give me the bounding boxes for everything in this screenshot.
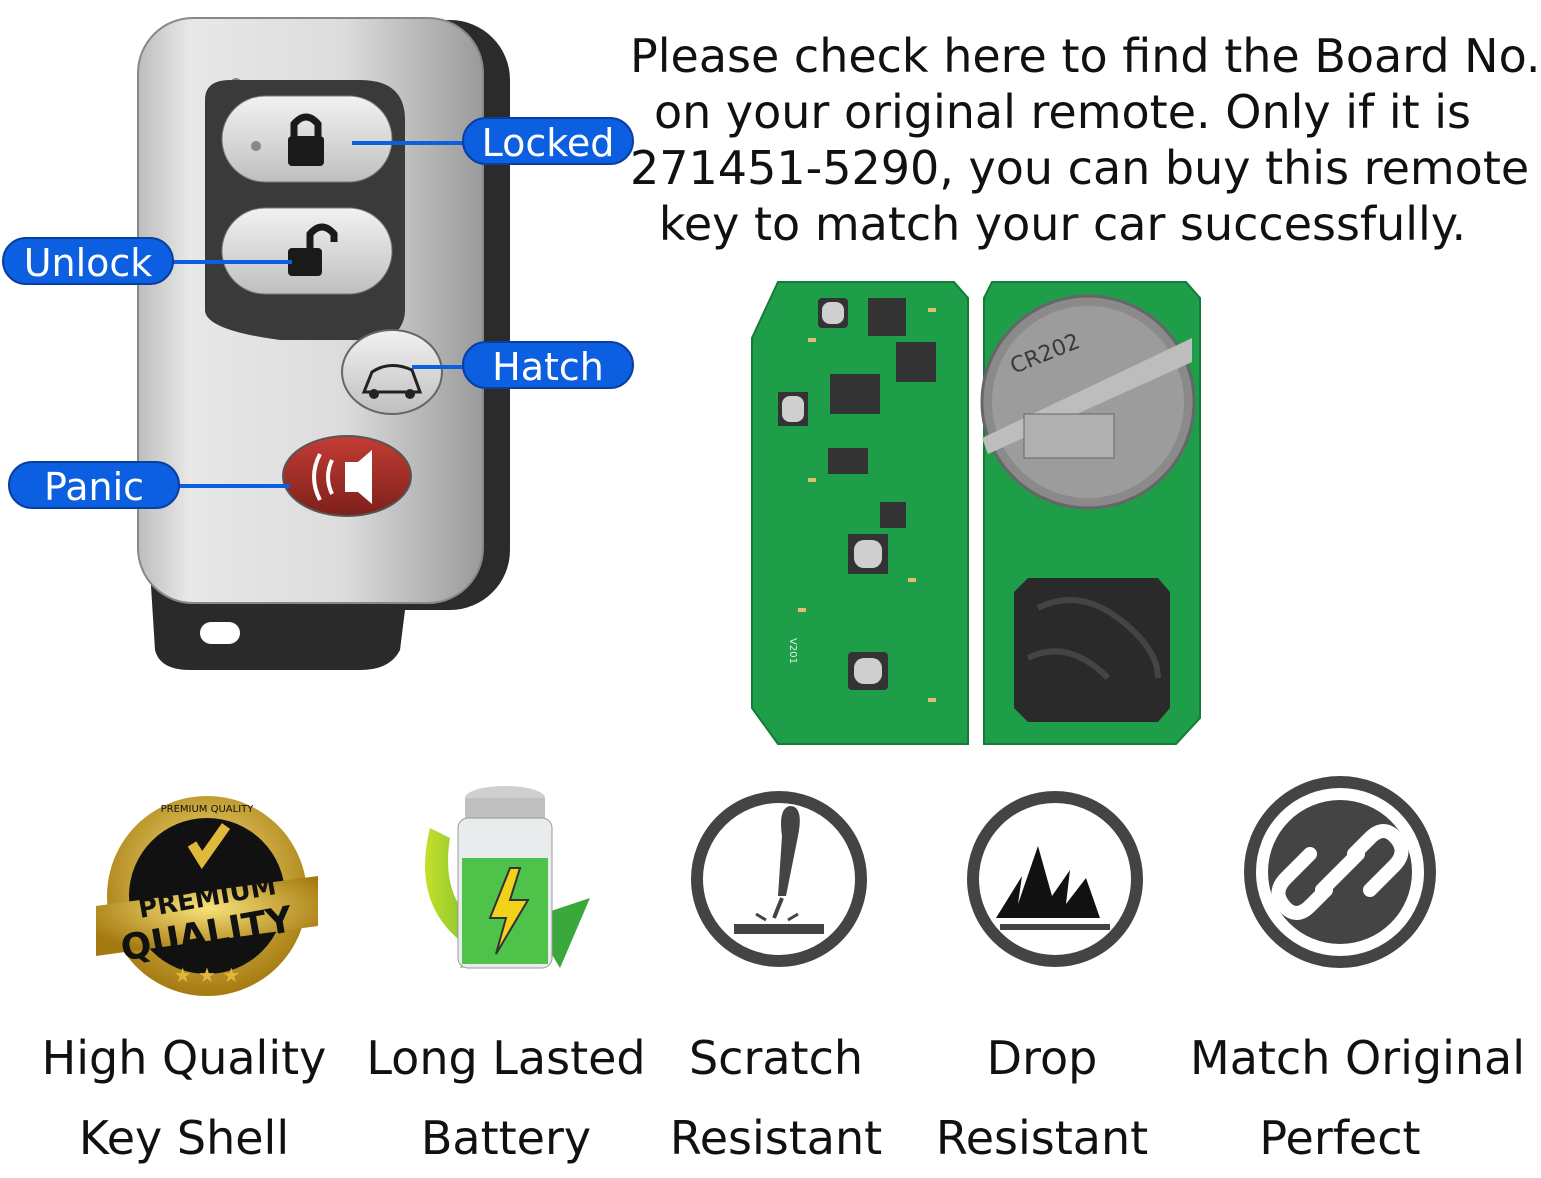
- circuit-board-image: V201 CR202: [751, 281, 1201, 745]
- scratch-icon: [691, 791, 867, 967]
- feature-5-line-2: Perfect: [1259, 1111, 1421, 1165]
- feature-3-line-1: Scratch: [688, 1031, 864, 1085]
- feature-3-line-2: Resistant: [669, 1111, 883, 1165]
- feature-high-quality: High Quality Key Shell: [34, 1018, 334, 1178]
- feature-5-line-1: Match Original: [1190, 1031, 1525, 1085]
- remote-key-image: [137, 17, 510, 670]
- premium-quality-badge-icon: PREMIUM QUALITY PREMIUM QUALITY ★ ★ ★: [96, 796, 318, 996]
- badge-top-text: PREMIUM QUALITY: [161, 804, 255, 815]
- board-number-notice: Please check here to find the Board No. …: [630, 28, 1541, 252]
- feature-4-line-1: Drop: [986, 1031, 1098, 1085]
- locked-callout: Locked: [462, 117, 634, 165]
- locked-callout-line: [352, 141, 464, 145]
- notice-line-2: on your original remote. Only if it is: [653, 85, 1472, 139]
- pcb-board-mark: V201: [787, 638, 798, 664]
- hatch-callout: Hatch: [462, 341, 634, 389]
- unlock-callout: Unlock: [2, 237, 174, 285]
- drop-impact-icon: [967, 791, 1143, 967]
- panic-callout-line: [178, 484, 290, 488]
- notice-line-3: 271451-5290, you can buy this remote: [630, 141, 1530, 195]
- svg-text:★ ★ ★: ★ ★ ★: [174, 963, 241, 987]
- hatch-callout-line: [412, 365, 464, 369]
- feature-4-line-2: Resistant: [935, 1111, 1149, 1165]
- feature-1-line-1: High Quality: [41, 1031, 327, 1085]
- notice-line-4: key to match your car successfully.: [658, 197, 1467, 251]
- feature-2-line-1: Long Lasted: [366, 1031, 646, 1085]
- hatch-button: [341, 329, 443, 415]
- notice-line-1: Please check here to find the Board No.: [630, 29, 1541, 83]
- feature-scratch-resistant: Scratch Resistant: [626, 1018, 926, 1178]
- feature-1-line-2: Key Shell: [78, 1111, 290, 1165]
- feature-long-lasted: Long Lasted Battery: [356, 1018, 656, 1178]
- unlock-callout-line: [172, 260, 292, 264]
- chain-link-icon: [1244, 776, 1436, 968]
- panic-callout: Panic: [8, 461, 180, 509]
- battery-charge-icon: [425, 786, 590, 969]
- feature-2-line-2: Battery: [420, 1111, 592, 1165]
- feature-match-original: Match Original Perfect: [1190, 1018, 1525, 1178]
- feature-drop-resistant: Drop Resistant: [892, 1018, 1192, 1178]
